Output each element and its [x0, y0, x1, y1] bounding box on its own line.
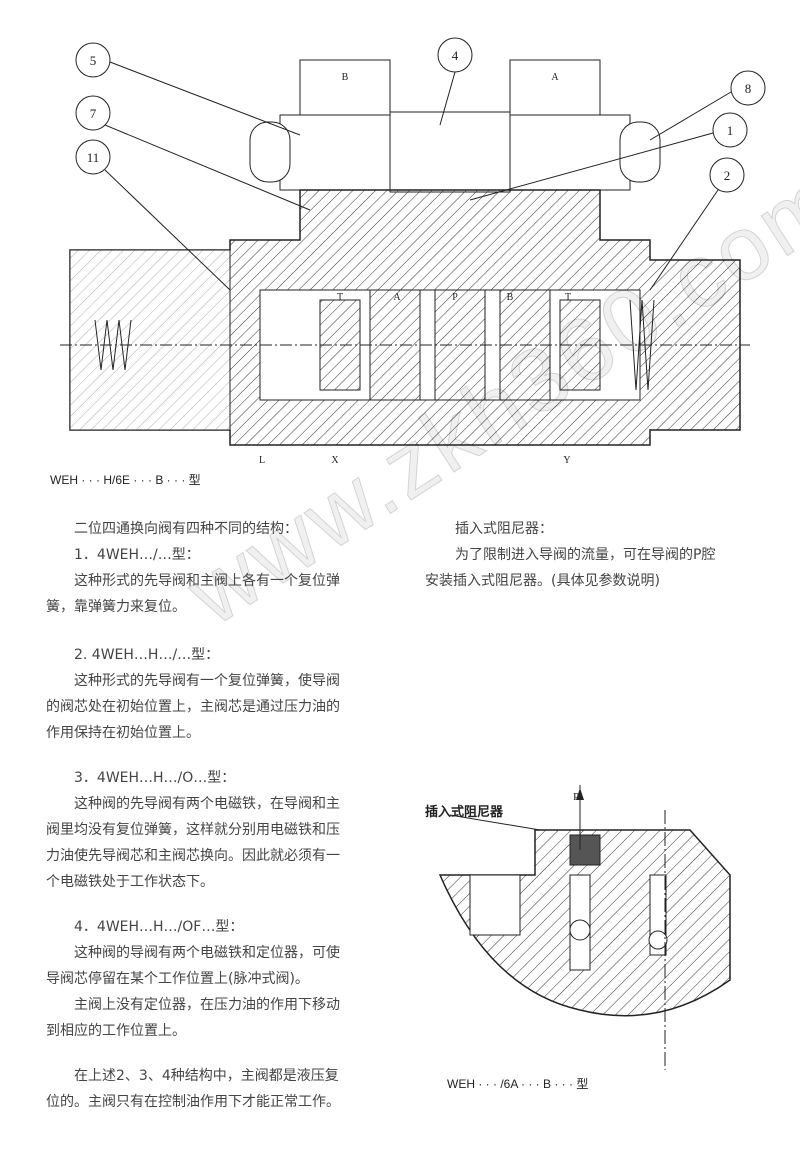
callout-4: 4	[452, 48, 459, 63]
port-p: P	[452, 292, 458, 303]
callout-7: 7	[90, 106, 97, 121]
section-2-text: 这种形式的先导阀有一个复位弹簧，使导阀	[74, 673, 340, 689]
port-x: X	[331, 455, 339, 466]
section-1-title: 1．4WEH…/…型：	[74, 547, 200, 563]
port-t-right: T	[565, 292, 571, 303]
port-t-left: T	[337, 292, 343, 303]
section-1-text: 这种形式的先导阀和主阀上各有一个复位弹	[74, 573, 340, 589]
callout-5: 5	[90, 53, 97, 68]
damper-text: 安装插入式阻尼器。(具体见参数说明)	[425, 573, 660, 589]
section-2-text: 作用保持在初始位置上。	[46, 725, 200, 741]
solenoid-b-label: B	[342, 72, 349, 83]
valve-section-drawing: 5 4 8 7 1 11 2 B A T A P B T L X Y	[60, 37, 766, 466]
summary-text: 位的。主阀只有在控制油作用下才能正常工作。	[46, 1094, 340, 1110]
section-3-title: 3．4WEH…H…/O…型：	[74, 770, 236, 786]
callout-11: 11	[87, 150, 100, 165]
section-3-text: 个电磁铁处于工作状态下。	[46, 874, 214, 890]
damper-title: 插入式阻尼器：	[455, 521, 553, 537]
damper-drawing-label: 插入式阻尼器	[425, 805, 504, 820]
summary-text: 在上述2、3、4种结构中，主阀都是液压复	[74, 1068, 339, 1084]
section-2-title: 2. 4WEH…H…/…型：	[74, 647, 220, 663]
section-4-text: 到相应的工作位置上。	[46, 1023, 186, 1039]
port-l: L	[259, 455, 265, 466]
port-y: Y	[563, 455, 570, 466]
port-p-label: P	[573, 791, 579, 803]
callout-1: 1	[727, 123, 734, 138]
bottom-drawing-caption: WEH · · · /6A · · · B · · · 型	[447, 1077, 589, 1091]
section-4-title: 4．4WEH…H…/OF…型：	[74, 919, 244, 935]
section-3-text: 阀里均没有复位弹簧，这样就分别用电磁铁和压	[46, 822, 340, 838]
section-1-text: 簧，靠弹簧力来复位。	[46, 599, 186, 615]
damper-section-drawing: P	[438, 785, 731, 1070]
top-drawing-caption: WEH · · · H/6E · · · B · · · 型	[50, 473, 201, 487]
section-4-text: 导阀芯停留在某个工作位置上(脉冲式阀)。	[46, 971, 309, 987]
port-b: B	[507, 292, 514, 303]
callout-8: 8	[745, 81, 752, 96]
intro-text: 二位四通换向阀有四种不同的结构：	[74, 521, 298, 537]
section-3-text: 力油使先导阀芯和主阀芯换向。因此就必须有一	[46, 848, 340, 864]
section-2-text: 的阀芯处在初始位置上，主阀芯是通过压力油的	[46, 699, 340, 715]
damper-text: 为了限制进入导阀的流量，可在导阀的P腔	[455, 547, 716, 563]
section-3-text: 这种阀的先导阀有两个电磁铁，在导阀和主	[74, 796, 340, 812]
section-4-text: 主阀上没有定位器，在压力油的作用下移动	[74, 997, 340, 1013]
section-4-text: 这种阀的导阀有两个电磁铁和定位器，可使	[74, 945, 340, 961]
callout-2: 2	[724, 168, 731, 183]
solenoid-a-label: A	[551, 72, 559, 83]
port-a: A	[393, 292, 401, 303]
